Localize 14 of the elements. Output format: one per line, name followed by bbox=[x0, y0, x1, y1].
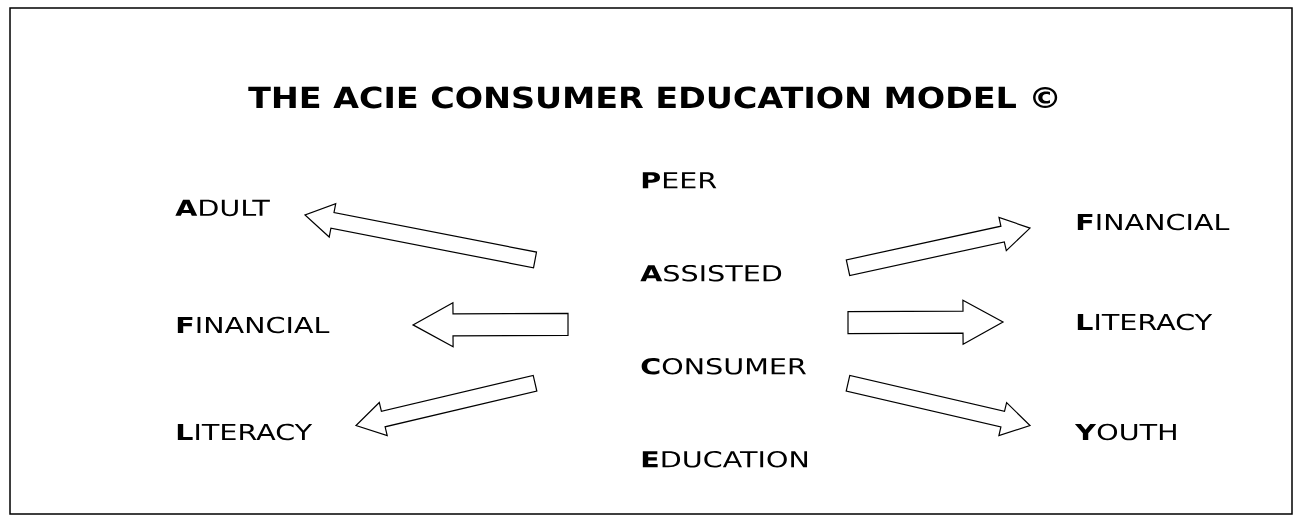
block-arrow bbox=[845, 374, 1032, 437]
block-arrow bbox=[354, 374, 538, 437]
block-arrow bbox=[303, 202, 538, 269]
word-column: PEER ASSISTED CONSUMER EDUCATION bbox=[640, 172, 807, 468]
block-arrow bbox=[411, 301, 569, 348]
word-label: LITERACY bbox=[1077, 313, 1213, 331]
word-label: YOUTH bbox=[1074, 423, 1176, 441]
block-arrow bbox=[847, 299, 1005, 346]
title: THE ACIE CONSUMER EDUCATION MODEL © bbox=[248, 86, 1058, 109]
word-label: ADULT bbox=[175, 199, 270, 217]
word-label: FINANCIAL bbox=[1077, 213, 1230, 231]
block-arrow bbox=[845, 216, 1032, 277]
word-label: LITERACY bbox=[177, 423, 313, 441]
word-label: FINANCIAL bbox=[177, 316, 330, 334]
